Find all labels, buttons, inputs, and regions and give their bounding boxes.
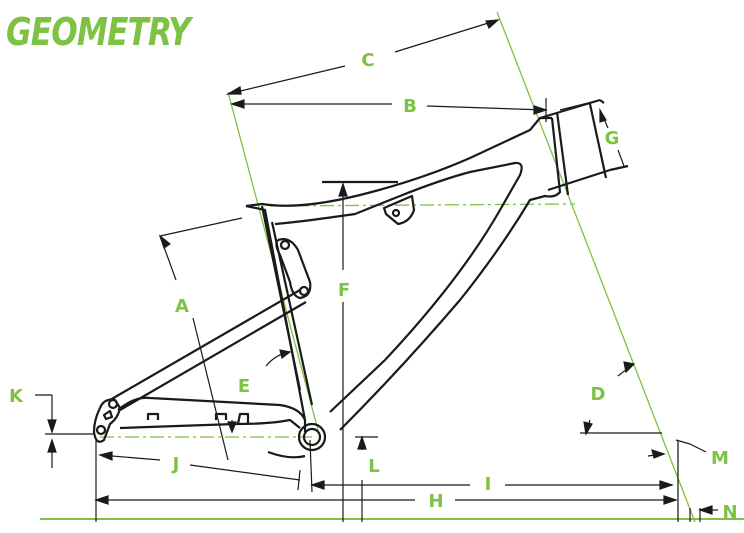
label-c: C: [361, 50, 374, 71]
bike-frame: [94, 100, 628, 457]
label-g: G: [605, 128, 620, 149]
label-i: I: [485, 474, 492, 495]
label-a: A: [175, 296, 189, 317]
label-e: E: [238, 376, 250, 397]
dimension-labels: C B G A F E D K J L I H M N: [9, 50, 738, 523]
label-f: F: [338, 280, 350, 301]
label-k: K: [9, 386, 24, 407]
dimension-lines: [35, 20, 718, 522]
page-title: GEOMETRY: [6, 10, 190, 54]
label-h: H: [428, 491, 443, 512]
label-j: J: [171, 454, 180, 475]
label-n: N: [722, 502, 737, 523]
label-b: B: [403, 96, 417, 117]
reference-lines: [100, 12, 695, 522]
label-d: D: [591, 384, 606, 405]
label-m: M: [711, 448, 729, 469]
label-l: L: [368, 456, 379, 477]
